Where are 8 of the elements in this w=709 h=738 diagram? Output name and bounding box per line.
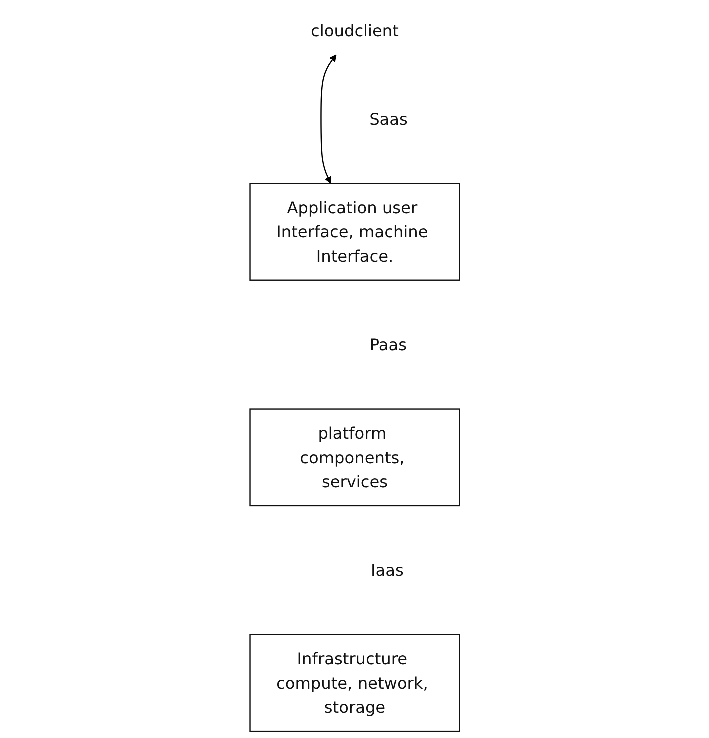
node-label: Iaas [370,560,404,580]
arrow [320,54,336,184]
node-box: Application user Interface, machine Interface. [249,183,460,281]
node-text: cloudclient [310,20,398,40]
node-label: Saas [369,110,408,129]
node-box: platform components, services [249,408,460,507]
node-label: Paas [369,335,407,354]
node-box: Infrastructure compute, network, storage [249,634,460,732]
